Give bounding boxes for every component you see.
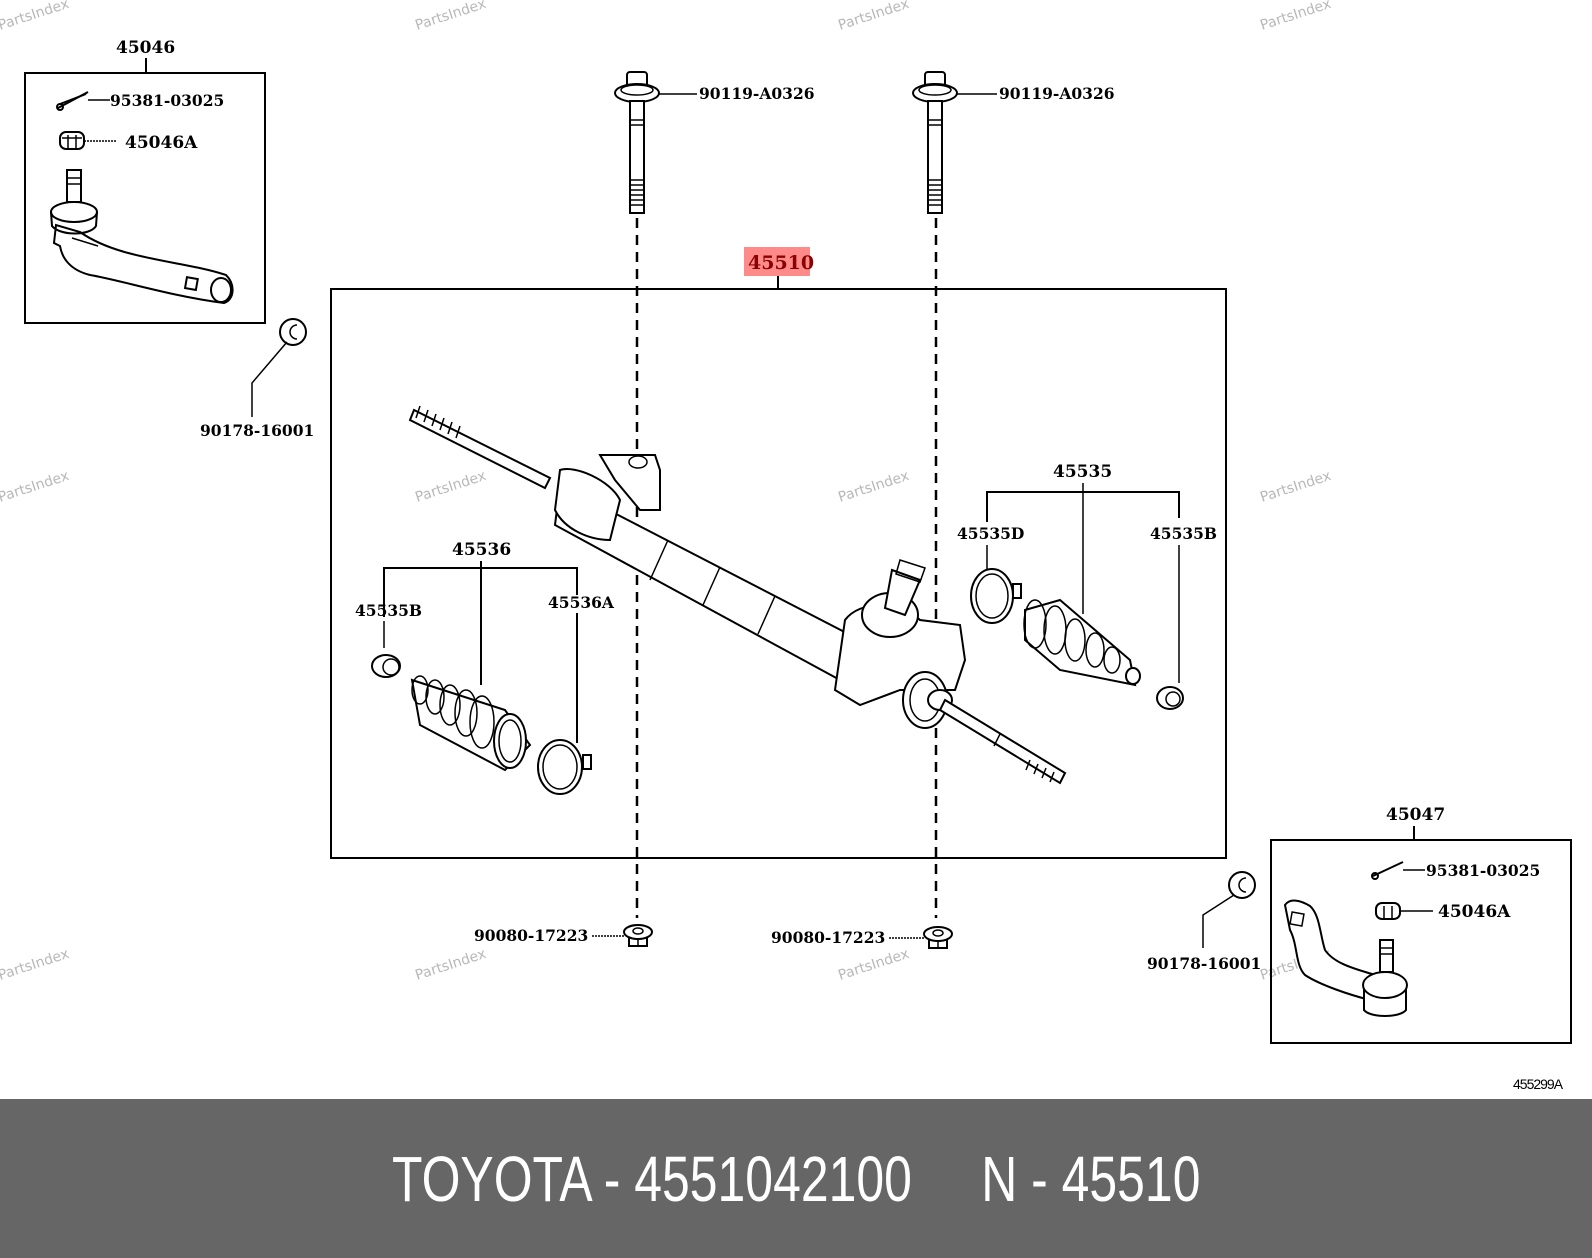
watermark: PartsIndex (0, 468, 71, 506)
part-label-45536A[interactable]: 45536A (548, 593, 615, 612)
watermark: PartsIndex (836, 0, 911, 34)
lock-nut-right-group[interactable]: 90178-16001 (1147, 871, 1261, 973)
part-label-90178-16001-left[interactable]: 90178-16001 (200, 421, 314, 440)
watermark: PartsIndex (0, 946, 71, 984)
banner-title: TOYOTA - 4551042100 N - 45510 (391, 1142, 1201, 1215)
castle-nut-icon (59, 131, 85, 150)
watermark: PartsIndex (836, 468, 911, 506)
part-label-45535[interactable]: 45535 (1053, 462, 1112, 482)
flange-nut-icon (923, 926, 953, 949)
tie-rod-end-right-icon (1283, 899, 1408, 1017)
watermark: PartsIndex (836, 946, 911, 984)
nut-left-group[interactable]: 90080-17223 (474, 924, 653, 947)
part-label-45535B-right[interactable]: 45535B (1150, 524, 1217, 543)
watermark: PartsIndex (413, 946, 488, 984)
boot-bellows-icon (410, 675, 532, 772)
part-label-45046A-right[interactable]: 45046A (1438, 902, 1511, 922)
part-label-90080-17223-right[interactable]: 90080-17223 (771, 928, 885, 947)
part-label-95381-03025[interactable]: 95381-03025 (110, 91, 224, 110)
boot-bellows-icon (1023, 598, 1141, 687)
cotter-pin-icon (1371, 861, 1404, 880)
highlight-box (744, 247, 810, 276)
large-clamp-icon (970, 568, 1022, 624)
small-clamp-icon (1156, 686, 1184, 710)
part-info-banner: TOYOTA - 4551042100 N - 45510 (0, 1099, 1592, 1258)
boot-left-group[interactable]: 45536 45535B 45536A (355, 540, 615, 795)
castle-nut-icon (1375, 902, 1401, 920)
bolt-right-group[interactable]: 90119-A0326 (912, 71, 1115, 214)
tie-rod-end-left-icon (50, 169, 234, 305)
part-label-90080-17223-left[interactable]: 90080-17223 (474, 926, 588, 945)
bolt-icon (912, 71, 958, 214)
watermark: PartsIndex (0, 0, 71, 34)
watermark: PartsIndex (413, 468, 488, 506)
part-label-45046[interactable]: 45046 (116, 38, 175, 58)
part-label-45535B-left[interactable]: 45535B (355, 601, 422, 620)
tie-rod-end-right-box (1270, 839, 1572, 1044)
lock-nut-icon (1228, 871, 1256, 899)
part-label-45046A[interactable]: 45046A (125, 133, 198, 153)
small-clamp-icon (371, 654, 401, 678)
parts-diagram: PartsIndex PartsIndex PartsIndex PartsIn… (0, 0, 1572, 1092)
nut-right-group[interactable]: 90080-17223 (771, 926, 953, 949)
flange-nut-icon (623, 924, 653, 947)
lock-nut-left-group[interactable]: 90178-16001 (200, 318, 314, 440)
boot-right-group[interactable]: 45535 45535D 45535B (957, 462, 1217, 710)
steering-rack-icon (408, 405, 1067, 785)
part-label-45536[interactable]: 45536 (452, 540, 511, 560)
part-label-45047[interactable]: 45047 (1386, 805, 1445, 825)
part-label-95381-03025-right[interactable]: 95381-03025 (1426, 861, 1540, 880)
part-label-90119-A0326-left[interactable]: 90119-A0326 (699, 84, 815, 103)
part-label-90119-A0326-right[interactable]: 90119-A0326 (999, 84, 1115, 103)
watermark: PartsIndex (413, 0, 488, 34)
lock-nut-icon (279, 318, 307, 346)
part-label-90178-16001-right[interactable]: 90178-16001 (1147, 954, 1261, 973)
illustration-code: 455299A (1513, 1076, 1564, 1092)
tie-rod-end-right-group[interactable]: 45047 95381-03025 45046A (1270, 805, 1572, 1044)
large-clamp-icon (537, 739, 592, 795)
watermark: PartsIndex (1258, 0, 1333, 34)
steering-rack-group[interactable]: 45510 (330, 247, 1227, 859)
part-label-45510[interactable]: 45510 (748, 252, 814, 274)
bolt-icon (614, 71, 660, 214)
part-label-45535D[interactable]: 45535D (957, 524, 1024, 543)
watermark: PartsIndex (1258, 468, 1333, 506)
main-assembly-box (330, 288, 1227, 859)
tie-rod-end-left-box (24, 72, 266, 324)
bolt-left-group[interactable]: 90119-A0326 (614, 71, 815, 214)
tie-rod-end-left-group[interactable]: 45046 95381-03025 45046A (24, 38, 266, 324)
cotter-pin-icon (56, 91, 89, 111)
